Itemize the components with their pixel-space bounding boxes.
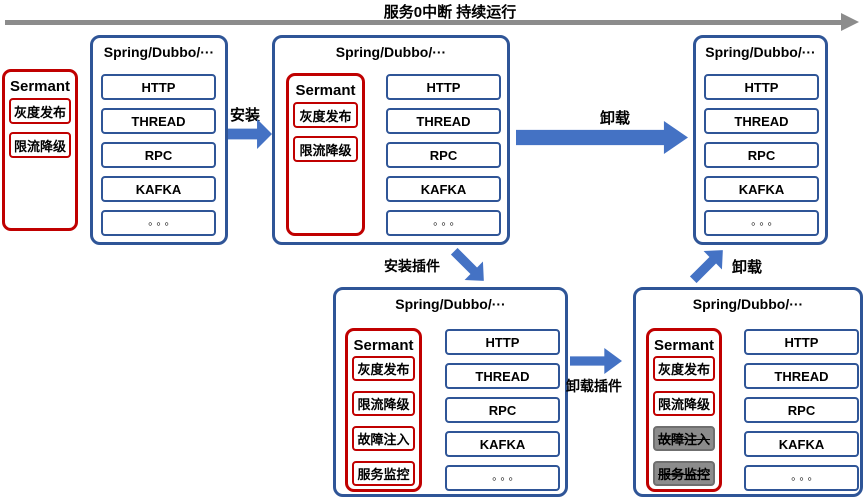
sermant-title: Sermant xyxy=(9,78,71,95)
install-plugin-label: 安装插件 xyxy=(384,258,440,274)
service-box-rpc: RPC xyxy=(445,397,560,423)
install-plugin-arrow xyxy=(445,242,493,290)
service-box-rpc: RPC xyxy=(704,142,819,168)
framework-panel-4: Spring/Dubbo/··· Sermant 灰度发布 限流降级 故障注入 … xyxy=(333,287,568,497)
service-box-more: ◦ ◦ ◦ xyxy=(101,210,216,236)
service-box-http: HTTP xyxy=(744,329,859,355)
framework-title: Spring/Dubbo/··· xyxy=(705,44,816,60)
plugin-gray-release: 灰度发布 xyxy=(653,356,715,381)
sermant-title: Sermant xyxy=(295,82,356,99)
service-box-more: ◦ ◦ ◦ xyxy=(704,210,819,236)
uninstall-final-arrow xyxy=(684,241,732,289)
framework-panel-1: Spring/Dubbo/··· HTTP THREAD RPC KAFKA ◦… xyxy=(90,35,228,245)
plugin-fault-injection-disabled: 故障注入 xyxy=(653,426,715,451)
framework-panel-2: Spring/Dubbo/··· Sermant 灰度发布 限流降级 HTTP … xyxy=(272,35,510,245)
sermant-panel-2: Sermant 灰度发布 限流降级 xyxy=(286,73,365,236)
sermant-title: Sermant xyxy=(653,337,715,354)
sermant-panel-4: Sermant 灰度发布 限流降级 故障注入 服务监控 xyxy=(345,328,422,492)
service-box-http: HTTP xyxy=(704,74,819,100)
framework-title: Spring/Dubbo/··· xyxy=(335,44,447,60)
plugin-rate-limit: 限流降级 xyxy=(293,136,358,162)
uninstall-plugin-arrow xyxy=(570,348,622,374)
sermant-title: Sermant xyxy=(353,337,414,354)
service-box-http: HTTP xyxy=(445,329,560,355)
install-label: 安装 xyxy=(230,107,261,124)
service-box-more: ◦ ◦ ◦ xyxy=(445,465,560,491)
framework-title: Spring/Dubbo/··· xyxy=(103,44,215,60)
service-box-more: ◦ ◦ ◦ xyxy=(386,210,501,236)
plugin-gray-release: 灰度发布 xyxy=(352,356,415,381)
service-box-kafka: KAFKA xyxy=(445,431,560,457)
framework-panel-5: Spring/Dubbo/··· Sermant 灰度发布 限流降级 故障注入 … xyxy=(633,287,863,497)
service-box-kafka: KAFKA xyxy=(386,176,501,202)
service-box-http: HTTP xyxy=(101,74,216,100)
service-box-thread: THREAD xyxy=(704,108,819,134)
service-box-thread: THREAD xyxy=(744,363,859,389)
service-box-kafka: KAFKA xyxy=(744,431,859,457)
plugin-rate-limit: 限流降级 xyxy=(9,132,71,158)
service-box-thread: THREAD xyxy=(386,108,501,134)
plugin-service-monitor-disabled: 服务监控 xyxy=(653,461,715,486)
sermant-panel-5: Sermant 灰度发布 限流降级 故障注入 服务监控 xyxy=(646,328,722,492)
service-box-rpc: RPC xyxy=(386,142,501,168)
continuous-run-arrow-head xyxy=(841,13,859,31)
uninstall-label: 卸载 xyxy=(600,110,631,127)
service-box-thread: THREAD xyxy=(445,363,560,389)
sermant-panel-standalone: Sermant 灰度发布 限流降级 xyxy=(2,69,78,231)
plugin-rate-limit: 限流降级 xyxy=(653,391,715,416)
service-box-kafka: KAFKA xyxy=(704,176,819,202)
service-box-rpc: RPC xyxy=(101,142,216,168)
service-box-more: ◦ ◦ ◦ xyxy=(744,465,859,491)
continuous-run-label: 服务0中断 持续运行 xyxy=(383,4,517,21)
service-box-http: HTTP xyxy=(386,74,501,100)
plugin-service-monitor: 服务监控 xyxy=(352,461,415,486)
uninstall-plugin-label: 卸载插件 xyxy=(566,378,622,394)
plugin-fault-injection: 故障注入 xyxy=(352,426,415,451)
framework-title: Spring/Dubbo/··· xyxy=(395,296,506,312)
uninstall-final-label: 卸载 xyxy=(732,259,763,276)
plugin-gray-release: 灰度发布 xyxy=(293,102,358,128)
service-box-kafka: KAFKA xyxy=(101,176,216,202)
service-box-thread: THREAD xyxy=(101,108,216,134)
plugin-gray-release: 灰度发布 xyxy=(9,98,71,124)
service-box-rpc: RPC xyxy=(744,397,859,423)
framework-panel-3: Spring/Dubbo/··· HTTP THREAD RPC KAFKA ◦… xyxy=(693,35,828,245)
continuous-run-arrow-line xyxy=(5,20,843,25)
framework-title: Spring/Dubbo/··· xyxy=(692,296,804,312)
plugin-rate-limit: 限流降级 xyxy=(352,391,415,416)
